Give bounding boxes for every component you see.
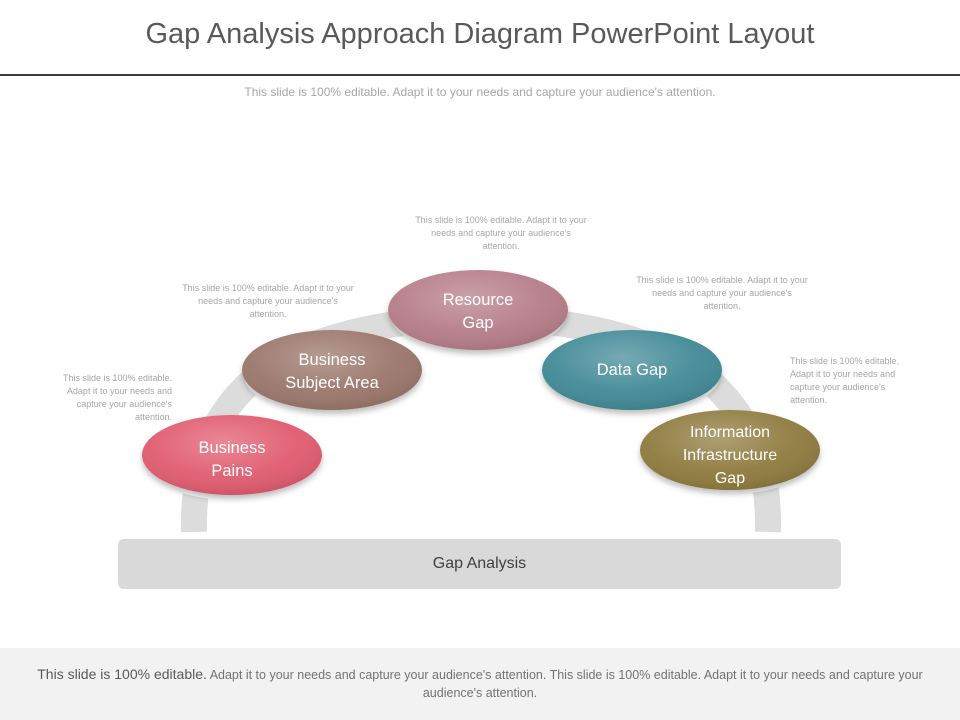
node-resource-gap: Resource Gap xyxy=(442,291,514,332)
note-business-subject-area: This slide is 100% editable. Adapt it to… xyxy=(182,283,354,319)
slide-subtitle: This slide is 100% editable. Adapt it to… xyxy=(244,85,716,99)
gap-analysis-base-bar: Gap Analysis xyxy=(118,539,841,589)
oval-sheen-business-pains xyxy=(142,415,322,495)
oval-sheen-data-gap xyxy=(542,330,722,410)
oval-sheen-resource-gap xyxy=(388,270,568,350)
footer-text: Adapt it to your needs and capture your … xyxy=(206,668,923,700)
base-bar-label: Gap Analysis xyxy=(432,555,527,572)
note-data-gap: This slide is 100% editable. Adapt it to… xyxy=(636,275,808,311)
oval-sheen-business-subject-area xyxy=(242,330,422,410)
oval-sheen-information-infrastructure-gap xyxy=(640,410,820,490)
node-business-pains: Business Pains xyxy=(198,439,266,480)
slide-title: Gap Analysis Approach Diagram PowerPoint… xyxy=(145,18,815,50)
note-resource-gap: This slide is 100% editable. Adapt it to… xyxy=(415,215,587,251)
note-information-infrastructure-gap: This slide is 100% editable. Adapt it to… xyxy=(790,356,900,405)
node-business-subject-area: Business Subject Area xyxy=(285,351,379,392)
footer-lead: This slide is 100% editable. xyxy=(37,666,207,682)
footer-note: This slide is 100% editable. Adapt it to… xyxy=(0,648,960,720)
node-data-gap: Data Gap xyxy=(596,360,668,379)
note-business-pains: This slide is 100% editable. Adapt it to… xyxy=(62,373,172,422)
node-information-infrastructure-gap: Information Infrastructure Gap xyxy=(682,423,778,487)
title-divider xyxy=(0,74,960,76)
